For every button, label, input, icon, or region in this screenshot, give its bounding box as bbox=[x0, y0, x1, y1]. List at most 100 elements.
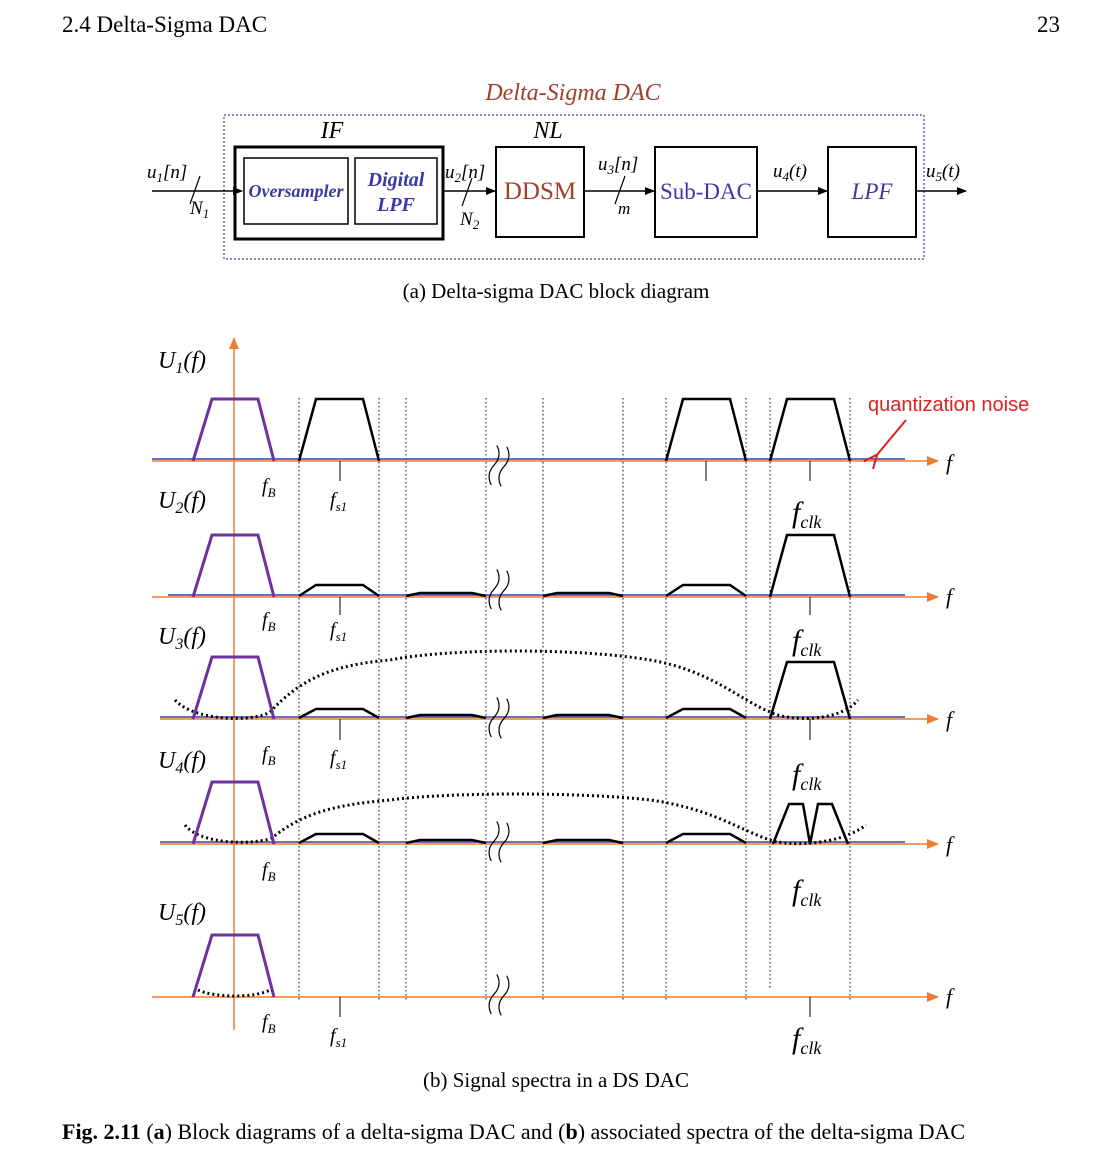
image-fclk bbox=[768, 533, 852, 598]
fclk-label: fclk bbox=[792, 758, 822, 794]
attenuated-image bbox=[542, 713, 624, 720]
fs1-label: fs1 bbox=[330, 1025, 347, 1050]
attenuated-image bbox=[405, 591, 487, 598]
axis-break-symbol bbox=[488, 697, 510, 739]
axis-break-symbol bbox=[488, 974, 510, 1016]
sub-dac-block bbox=[654, 146, 758, 238]
ddsm-block bbox=[495, 146, 585, 238]
spectrum-row-1: U1(f) f fB fs1 fclk quantization noise bbox=[152, 348, 1029, 532]
shaped-quantization-noise bbox=[183, 792, 867, 846]
label-u4: u4(t) bbox=[773, 161, 807, 184]
label-u1: u1[n] bbox=[147, 162, 187, 185]
caption-a: (a) Delta-sigma DAC block diagram bbox=[402, 279, 710, 303]
axis-break-symbol bbox=[488, 445, 510, 487]
lpf-block bbox=[827, 146, 917, 238]
attenuated-image bbox=[542, 591, 624, 598]
row-label-u4f: U4(f) bbox=[158, 748, 206, 777]
baseband-signal bbox=[191, 397, 276, 462]
label-u5: u5(t) bbox=[926, 161, 960, 184]
attenuated-image bbox=[665, 583, 747, 598]
label-u3: u3[n] bbox=[598, 154, 638, 177]
sub-dac-label: Sub-DAC bbox=[660, 179, 752, 204]
sinc-shaped-image-fclk bbox=[771, 802, 850, 845]
spectrum-row-4: U4(f) f fB fclk bbox=[158, 748, 955, 910]
fclk-label: fclk bbox=[792, 1022, 822, 1058]
fB-label: fB bbox=[262, 1011, 276, 1036]
attenuated-image bbox=[405, 838, 487, 845]
figure-part-b: b bbox=[565, 1119, 578, 1144]
label-m: m bbox=[618, 199, 630, 218]
residual-noise bbox=[197, 988, 271, 998]
caption-b: (b) Signal spectra in a DS DAC bbox=[423, 1068, 689, 1092]
f-axis-label: f bbox=[946, 584, 955, 609]
figure-label: Fig. 2.11 bbox=[62, 1119, 141, 1144]
digital-lpf-line2: LPF bbox=[376, 194, 415, 216]
attenuated-image bbox=[405, 713, 487, 720]
figure-part-a: a bbox=[153, 1119, 165, 1144]
fclk-label: fclk bbox=[792, 496, 822, 532]
f-axis-label: f bbox=[946, 832, 955, 857]
row-label-u1f: U1(f) bbox=[158, 348, 206, 377]
attenuated-image bbox=[298, 583, 380, 598]
diagram-title: Delta-Sigma DAC bbox=[484, 80, 661, 106]
band-guides bbox=[298, 398, 851, 1000]
attenuated-image bbox=[665, 707, 747, 720]
running-header-section: 2.4 Delta-Sigma DAC bbox=[62, 12, 268, 37]
baseband-signal bbox=[191, 780, 276, 845]
row-label-u3f: U3(f) bbox=[158, 624, 206, 653]
axis-break-symbol bbox=[488, 821, 510, 863]
oversampler-block bbox=[243, 157, 349, 225]
fclk-label: fclk bbox=[792, 624, 822, 660]
bus-slash-n1 bbox=[189, 175, 201, 205]
image-fclk bbox=[768, 397, 852, 462]
fB-label: fB bbox=[262, 859, 276, 884]
baseband-signal bbox=[191, 655, 276, 720]
spectrum-row-3: U3(f) f fB fs1 fclk bbox=[158, 624, 955, 794]
block-diagram: Delta-Sigma DAC IF NL Oversampler Digita… bbox=[147, 80, 967, 260]
image-upper bbox=[664, 397, 748, 462]
row-label-u2f: U2(f) bbox=[158, 488, 206, 517]
fB-label: fB bbox=[262, 743, 276, 768]
digital-lpf-line1: Digital bbox=[367, 169, 425, 191]
page-number: 23 bbox=[1037, 12, 1060, 37]
f-axis-label: f bbox=[946, 984, 955, 1009]
shaped-quantization-noise bbox=[173, 649, 860, 720]
group-if-label: IF bbox=[320, 118, 344, 144]
figure-caption: Fig. 2.11 (a) Block diagrams of a delta-… bbox=[62, 1119, 966, 1144]
lpf-label: LPF bbox=[851, 179, 894, 204]
label-n2: N2 bbox=[459, 209, 480, 232]
f-axis-label: f bbox=[946, 707, 955, 732]
fs1-label: fs1 bbox=[330, 489, 347, 514]
figure-caption-text-1: Block diagrams of a delta-sigma DAC and … bbox=[172, 1119, 566, 1144]
group-nl-label: NL bbox=[532, 118, 562, 144]
figure-caption-text-2: ) associated spectra of the delta-sigma … bbox=[577, 1119, 966, 1144]
fs1-label: fs1 bbox=[330, 747, 347, 772]
dac-boundary bbox=[223, 114, 925, 260]
image-fs1 bbox=[297, 397, 381, 462]
axis-break-symbol bbox=[488, 569, 510, 611]
digital-lpf-block bbox=[354, 157, 438, 225]
bus-slash-n2 bbox=[461, 177, 473, 207]
quantization-noise-arrow bbox=[876, 419, 907, 456]
baseband-signal bbox=[191, 933, 276, 998]
f-axis-label: f bbox=[946, 450, 955, 475]
bus-slash-m bbox=[614, 175, 626, 205]
quantization-noise-label: quantization noise bbox=[868, 394, 1029, 416]
attenuated-image bbox=[542, 838, 624, 845]
label-n1: N1 bbox=[189, 198, 209, 221]
fB-label: fB bbox=[262, 475, 276, 500]
fs1-label: fs1 bbox=[330, 619, 347, 644]
attenuated-image bbox=[665, 832, 747, 845]
spectra-diagram: U1(f) f fB fs1 fclk quantization noise U… bbox=[152, 337, 1029, 1058]
label-u2: u2[n] bbox=[445, 162, 485, 185]
oversampler-label: Oversampler bbox=[249, 181, 345, 201]
spectrum-row-2: U2(f) f fB fs1 fclk bbox=[152, 488, 955, 660]
fclk-label: fclk bbox=[792, 874, 822, 910]
ddsm-label: DDSM bbox=[504, 178, 576, 205]
attenuated-image bbox=[298, 832, 380, 845]
attenuated-image bbox=[298, 707, 380, 720]
fB-label: fB bbox=[262, 609, 276, 634]
row-label-u5f: U5(f) bbox=[158, 900, 206, 929]
spectrum-row-5: U5(f) f fB fs1 fclk bbox=[152, 900, 955, 1058]
